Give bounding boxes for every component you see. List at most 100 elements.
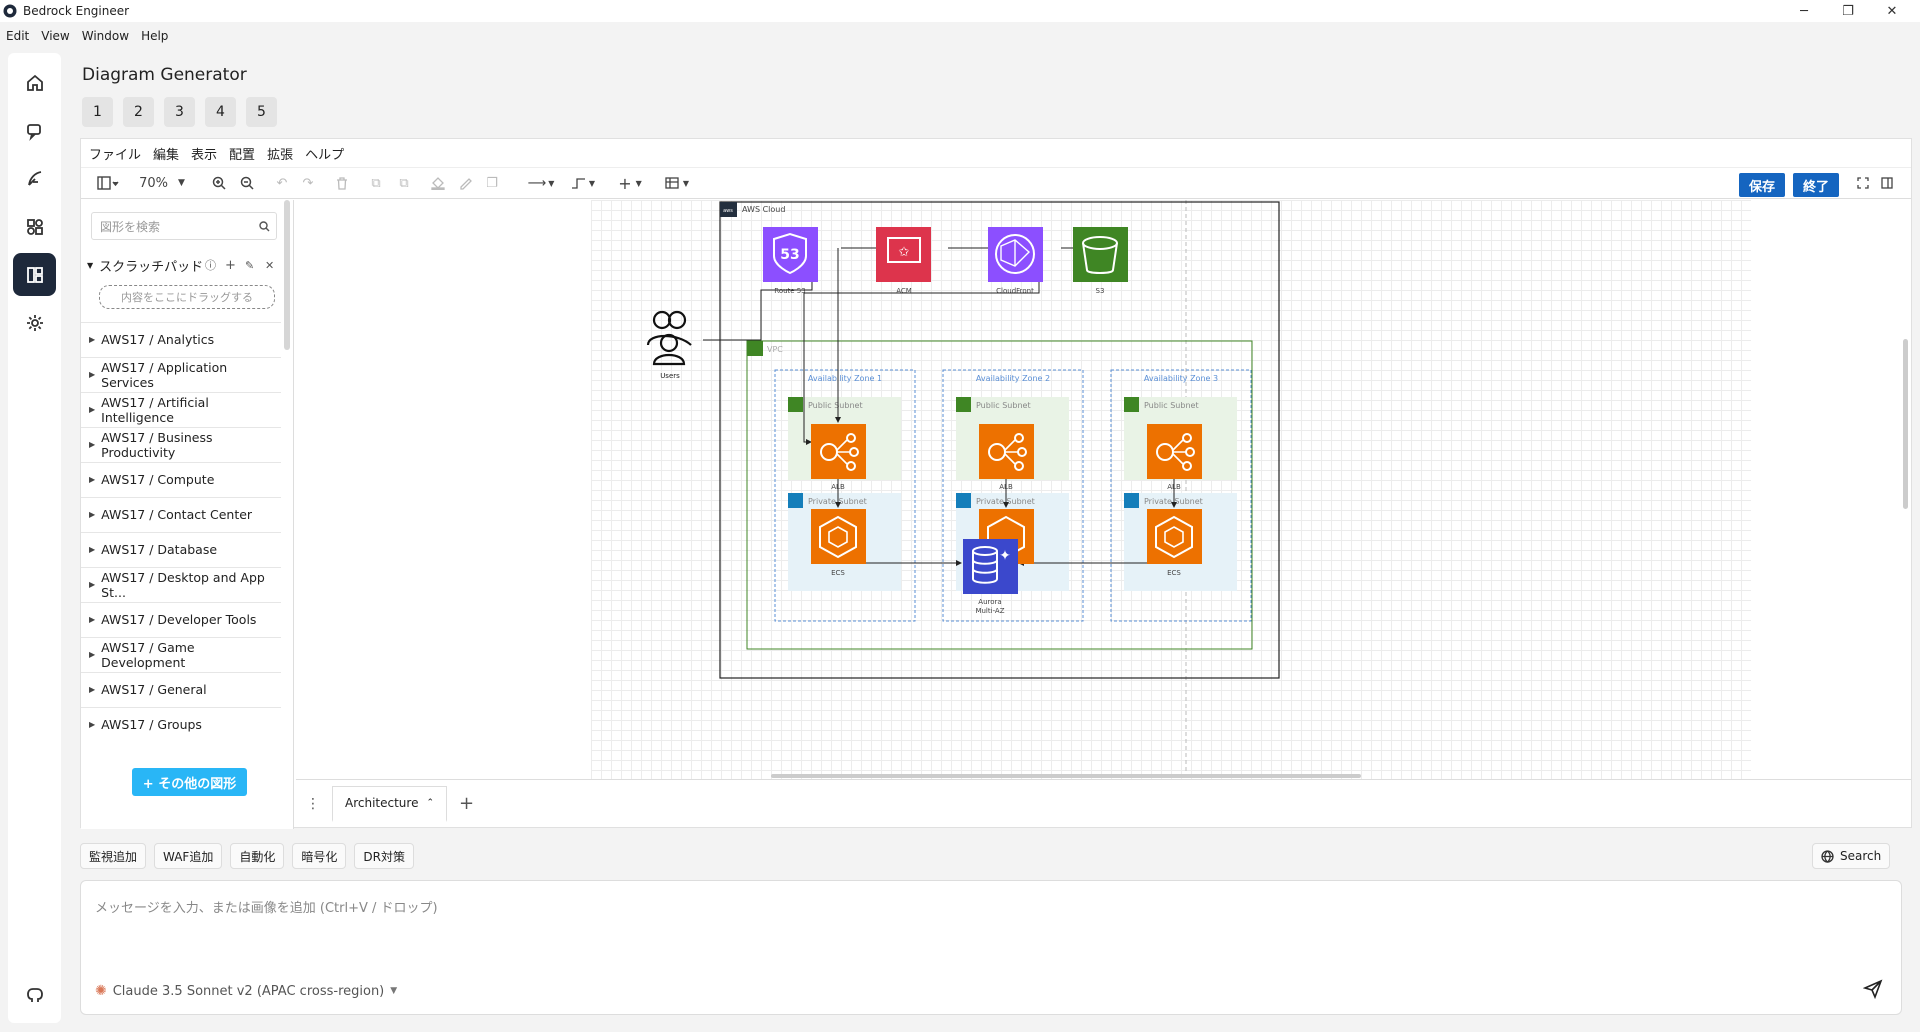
nav-github[interactable] [13, 973, 56, 1016]
line-color-button[interactable] [457, 171, 475, 195]
acm-service[interactable] [876, 227, 931, 282]
fullscreen-button[interactable] [1853, 171, 1873, 195]
availability-zone-3[interactable] [1110, 369, 1252, 622]
library-compute[interactable]: ▶AWS17 / Compute [81, 462, 281, 496]
library-artificial-intelligence[interactable]: ▶AWS17 / Artificial Intelligence [81, 392, 281, 426]
vpc-group[interactable] [746, 340, 1253, 650]
availability-zone-1[interactable] [774, 369, 916, 622]
diagram-canvas[interactable]: aws AWS Cloud VPC Availability Zone 1 Pu… [296, 200, 1911, 779]
more-vertical-icon[interactable]: ⋮ [306, 795, 320, 812]
shadow-button[interactable]: ❐ [483, 171, 501, 195]
alb-service-1[interactable] [811, 424, 866, 479]
canvas-v-scrollbar[interactable] [1903, 339, 1908, 509]
nav-diagram-generator[interactable] [13, 253, 56, 296]
aws-cloud-group[interactable] [719, 201, 1280, 679]
quick-action-waf[interactable]: WAF追加 [154, 843, 223, 869]
panel-toggle-button[interactable] [91, 171, 125, 195]
ecs-service-3[interactable] [1147, 509, 1202, 564]
zoom-out-button[interactable] [237, 171, 257, 195]
quick-action-encryption[interactable]: 暗号化 [292, 843, 347, 869]
undo-button[interactable]: ↶ [273, 171, 291, 195]
ecs-service-1[interactable] [811, 509, 866, 564]
dmenu-help[interactable]: ヘルプ [305, 147, 345, 163]
dmenu-file[interactable]: ファイル [89, 147, 142, 163]
nav-chat[interactable] [13, 109, 56, 152]
alb-service-2[interactable] [979, 424, 1034, 479]
insert-button[interactable]: +▼ [613, 171, 647, 195]
nav-home[interactable] [13, 61, 56, 104]
edit-icon[interactable]: ✎ [245, 258, 255, 272]
table-button[interactable]: ▼ [659, 171, 695, 195]
arrow-right-icon: ⟶ [527, 175, 547, 191]
more-shapes-button[interactable]: + その他の図形 [132, 768, 247, 796]
model-selector[interactable]: ✺ Claude 3.5 Sonnet v2 (APAC cross-regio… [95, 983, 397, 999]
scratchpad-dropzone[interactable]: 内容をここにドラッグする [99, 285, 275, 309]
history-tab-3[interactable]: 3 [164, 97, 195, 127]
menu-view[interactable]: View [41, 29, 70, 43]
waypoints-button[interactable]: ▼ [565, 171, 601, 195]
delete-button[interactable] [333, 171, 351, 195]
chat-input-placeholder[interactable]: メッセージを入力、または画像を追加 (Ctrl+V / ドロップ) [95, 901, 438, 916]
minimize-button[interactable]: ─ [1800, 3, 1808, 19]
close-icon[interactable]: ✕ [265, 258, 275, 272]
save-button[interactable]: 保存 [1739, 173, 1785, 197]
maximize-button[interactable]: ❐ [1842, 3, 1854, 19]
dmenu-extras[interactable]: 拡張 [267, 147, 294, 163]
zoom-select[interactable]: 70%▼ [133, 171, 191, 195]
menu-edit[interactable]: Edit [6, 29, 30, 43]
chevron-up-icon[interactable]: ⌃ [426, 798, 435, 808]
library-business-productivity[interactable]: ▶AWS17 / Business Productivity [81, 427, 281, 461]
alb-service-3[interactable] [1147, 424, 1202, 479]
library-database[interactable]: ▶AWS17 / Database [81, 532, 281, 566]
availability-zone-2[interactable] [942, 369, 1084, 622]
quick-action-monitoring[interactable]: 監視追加 [80, 843, 147, 869]
library-analytics[interactable]: ▶AWS17 / Analytics [81, 322, 281, 356]
menu-window[interactable]: Window [81, 29, 130, 43]
add-icon[interactable]: + [225, 257, 236, 273]
add-page-button[interactable]: + [459, 793, 475, 814]
dmenu-arrange[interactable]: 配置 [229, 147, 256, 163]
nav-agents[interactable] [13, 205, 56, 248]
zoom-in-button[interactable] [209, 171, 229, 195]
quick-action-dr[interactable]: DR対策 [354, 843, 414, 869]
scratchpad-header[interactable]: ▼ スクラッチパッド ⓘ + ✎ ✕ [87, 254, 283, 276]
library-general[interactable]: ▶AWS17 / General [81, 672, 281, 706]
dmenu-edit[interactable]: 編集 [153, 147, 180, 163]
users-to-route53-edge[interactable] [703, 274, 815, 341]
menu-help[interactable]: Help [141, 29, 169, 43]
help-icon[interactable]: ⓘ [205, 259, 216, 272]
connection-style-button[interactable]: ⟶▼ [523, 171, 559, 195]
redo-button[interactable]: ↷ [299, 171, 317, 195]
fill-color-button[interactable] [429, 171, 447, 195]
library-developer-tools[interactable]: ▶AWS17 / Developer Tools [81, 602, 281, 636]
nav-writer[interactable] [13, 157, 56, 200]
page-tab-architecture[interactable]: Architecture ⌃ [332, 785, 448, 822]
quick-action-automation[interactable]: 自動化 [230, 843, 285, 869]
library-desktop-app-streaming[interactable]: ▶AWS17 / Desktop and App St... [81, 567, 281, 601]
library-groups[interactable]: ▶AWS17 / Groups [81, 707, 281, 741]
library-game-development[interactable]: ▶AWS17 / Game Development [81, 637, 281, 671]
users-icon[interactable] [646, 310, 692, 366]
library-contact-center[interactable]: ▶AWS17 / Contact Center [81, 497, 281, 531]
aurora-database[interactable]: ✦ [963, 539, 1018, 594]
nav-settings[interactable] [13, 301, 56, 344]
canvas-h-scrollbar[interactable] [771, 774, 1361, 778]
chat-input-box[interactable]: メッセージを入力、または画像を追加 (Ctrl+V / ドロップ) ✺ Clau… [80, 880, 1902, 1015]
history-tab-4[interactable]: 4 [205, 97, 236, 127]
library-application-services[interactable]: ▶AWS17 / Application Services [81, 357, 281, 391]
shape-search-input[interactable]: 図形を検索 [91, 212, 277, 240]
cloudfront-to-alb-edge[interactable] [803, 270, 1040, 445]
search-toggle-button[interactable]: Search [1812, 843, 1891, 869]
exit-button[interactable]: 終了 [1793, 173, 1839, 197]
history-tab-5[interactable]: 5 [246, 97, 277, 127]
history-tab-1[interactable]: 1 [82, 97, 113, 127]
to-front-button[interactable]: ⧉ [367, 171, 385, 195]
history-tab-2[interactable]: 2 [123, 97, 154, 127]
redo-icon: ↷ [302, 175, 314, 191]
send-icon[interactable] [1863, 979, 1883, 999]
shapes-scrollbar[interactable] [284, 200, 290, 350]
dmenu-view[interactable]: 表示 [191, 147, 218, 163]
format-panel-button[interactable] [1877, 171, 1897, 195]
to-back-button[interactable]: ⧉ [395, 171, 413, 195]
close-window-button[interactable]: ✕ [1886, 3, 1898, 19]
